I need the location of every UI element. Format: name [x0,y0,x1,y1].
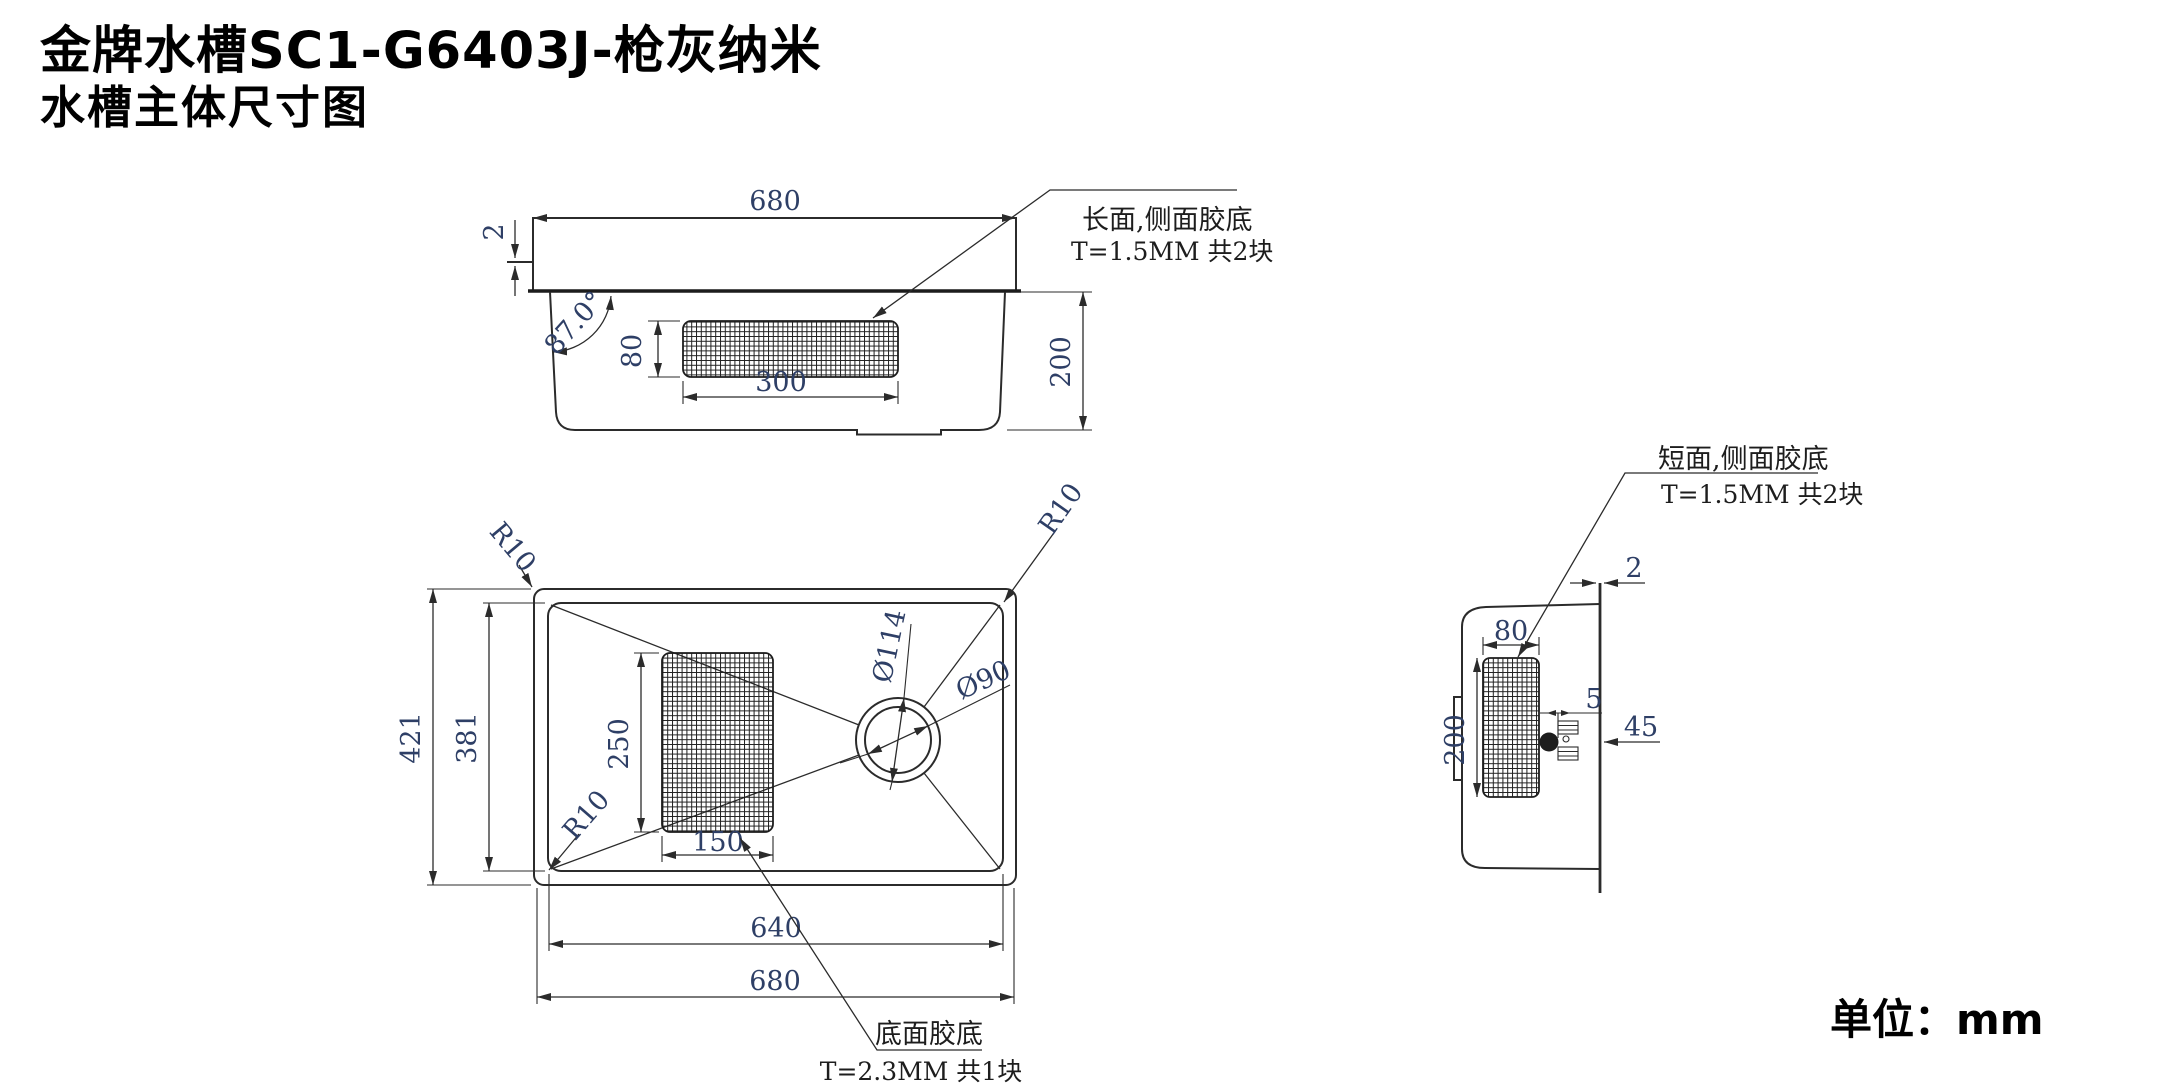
front-note-leader [872,189,1237,319]
plan-inner-rect [547,602,1004,872]
plan-r10-bl: R10 [557,785,616,847]
plan-dia114: Ø114 [867,607,913,686]
side-note-leader [1517,472,1818,658]
side-note-line1: 短面,侧面胶底 [1658,444,1829,475]
front-rim-band [532,217,1017,292]
drawing-title: 金牌水槽SC1-G6403J-枪灰纳米 水槽主体尺寸图 [40,22,822,134]
plan-dim-250: 250 [604,718,635,770]
side-dim-200: 200 [1440,714,1471,766]
plan-dim-381: 381 [452,712,483,764]
plan-note-line2: T=2.3MM 共1块 [820,1057,1022,1086]
front-angle-arc [552,295,614,356]
front-dim-300: 300 [755,367,807,398]
plan-note-line1: 底面胶底 [875,1019,983,1050]
side-note-line2: T=1.5MM 共2块 [1661,480,1863,509]
plan-dim-421: 421 [396,712,427,764]
side-drain-clip-top [1557,720,1579,735]
side-rubber-pad [1482,657,1540,798]
front-dim-2: 2 [479,223,510,240]
title-model: 金牌水槽SC1-G6403J-枪灰纳米 [40,22,822,81]
side-dim-2: 2 [1625,553,1642,584]
side-dim-5: 5 [1585,684,1602,715]
plan-note-leader [739,837,982,1051]
side-dim-5-arrow-right [1561,710,1570,716]
front-dim-680: 680 [749,186,801,217]
side-body-outline [1461,603,1601,870]
plan-r10-tr-leader [1003,529,1057,603]
side-dim-80: 80 [1494,616,1528,647]
plan-dim-640: 640 [750,913,802,944]
plan-dia90-ext-bottom [839,753,869,764]
plan-dia90-ext-top [927,684,1011,727]
front-bowl-outline [549,291,1006,436]
plan-dim-680: 680 [749,966,801,997]
front-note-line2: T=1.5MM 共2块 [1071,237,1273,266]
plan-diagonal-br [923,772,1001,870]
plan-dia90-line [867,725,929,755]
title-subtitle: 水槽主体尺寸图 [40,81,370,134]
side-drain-small-circle [1562,735,1570,743]
front-rubber-pad [682,320,899,378]
plan-outer-rect [533,588,1017,886]
side-drain-clip-bottom [1557,746,1579,761]
plan-r10-tr: R10 [1033,478,1090,541]
plan-diagonal-tr [923,604,1001,708]
plan-r10-tl: R10 [483,517,542,579]
side-dim-5-arrow-left [1547,710,1556,716]
plan-r10-tl-leader [518,564,533,588]
plan-dim-150: 150 [692,827,744,858]
side-view: 2 80 200 [1440,444,1863,893]
plan-dia114-ext-top [903,623,912,699]
plan-dia114-ext-bottom [889,781,893,791]
side-drain-dot [1539,732,1559,752]
plan-r10-bl-leader [548,833,580,871]
front-dim-200: 200 [1046,336,1077,388]
plan-view: 250 150 381 421 640 680 [396,478,1089,1086]
side-dim-45: 45 [1624,712,1658,743]
front-note-line1: 长面,侧面胶底 [1082,205,1253,236]
side-left-ledge [1453,696,1462,781]
front-view: 680 2 87.0° 80 300 [479,186,1273,436]
front-dim-80: 80 [617,334,648,368]
plan-rubber-pad [661,652,774,833]
unit-label: 单位：mm [1830,995,2044,1044]
